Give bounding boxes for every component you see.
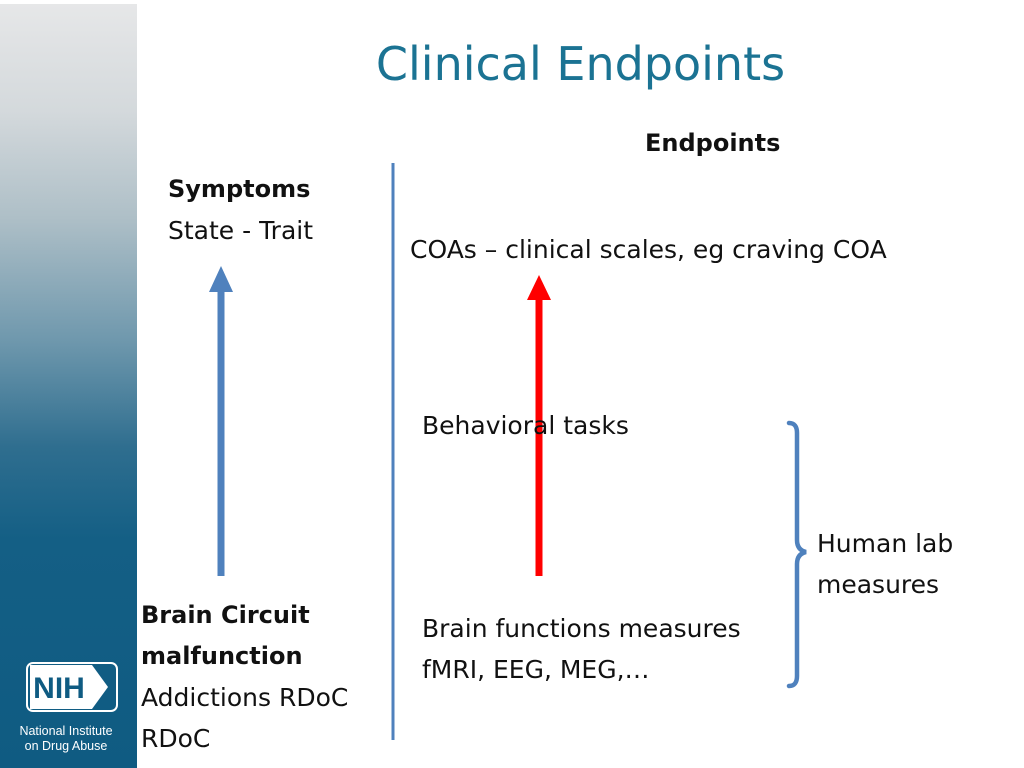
behavioral-tasks-item: Behavioral tasks [422, 411, 629, 440]
brain-circuit-line3: Addictions RDoC [141, 683, 349, 712]
org-name: National Institute on Drug Abuse [4, 724, 128, 754]
symptoms-subtext: State - Trait [168, 216, 314, 245]
org-name-line2: on Drug Abuse [24, 739, 108, 753]
human-lab-line2: measures [817, 570, 940, 599]
sidebar [0, 4, 137, 768]
coas-item: COAs – clinical scales, eg craving COA [410, 235, 887, 264]
bracket-shape [786, 420, 807, 689]
brain-circuit-line4: RDoC [141, 724, 211, 753]
slide-title: Clinical Endpoints [375, 37, 786, 91]
symptoms-heading: Symptoms [168, 175, 311, 203]
human-lab-line1: Human lab [817, 529, 954, 558]
brain-circuit-heading-line2: malfunction [141, 642, 303, 670]
blue-arrow-head [209, 266, 233, 292]
brain-functions-line2: fMRI, EEG, MEG,… [422, 655, 650, 684]
brain-circuit-block: Brain Circuit malfunction Addictions RDo… [141, 595, 348, 759]
org-name-line1: National Institute [19, 724, 113, 738]
endpoints-heading: Endpoints [645, 129, 781, 157]
human-lab-label: Human lab measures [817, 523, 953, 605]
brain-functions-line1: Brain functions measures [422, 614, 741, 643]
red-arrow-head [527, 275, 551, 300]
brain-circuit-heading-line1: Brain Circuit [141, 601, 310, 629]
nih-logo: NIH [26, 662, 118, 712]
nih-logo-text: NIH [33, 672, 85, 705]
brain-functions-item: Brain functions measures fMRI, EEG, MEG,… [422, 608, 741, 690]
